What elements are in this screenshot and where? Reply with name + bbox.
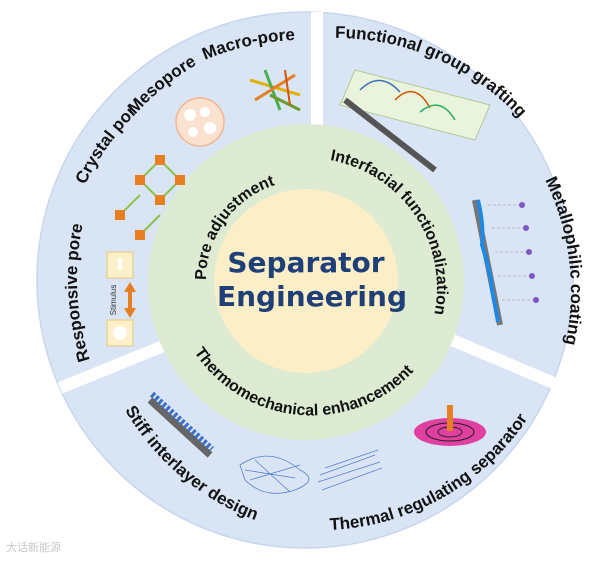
stiff-interlayer-illustration [147, 391, 215, 458]
crystal-pore-illustration [115, 155, 185, 240]
mesopore-illustration [175, 97, 225, 147]
stimulus-label: Stimulus [109, 285, 118, 316]
center-title-line1: Separator [227, 246, 384, 279]
macro-pore-illustration [249, 69, 301, 112]
metallophilic-coating-illustration [472, 199, 539, 326]
watermark: 大话新能源 [6, 541, 61, 554]
responsive-pore-illustration: Stimulus [106, 251, 136, 347]
center-title-line2: Engineering [217, 280, 407, 313]
center-circle [214, 189, 398, 373]
fiber-mesh-illustration [239, 449, 383, 494]
functional-group-illustration [339, 69, 491, 173]
thermal-regulating-illustration [414, 405, 486, 446]
